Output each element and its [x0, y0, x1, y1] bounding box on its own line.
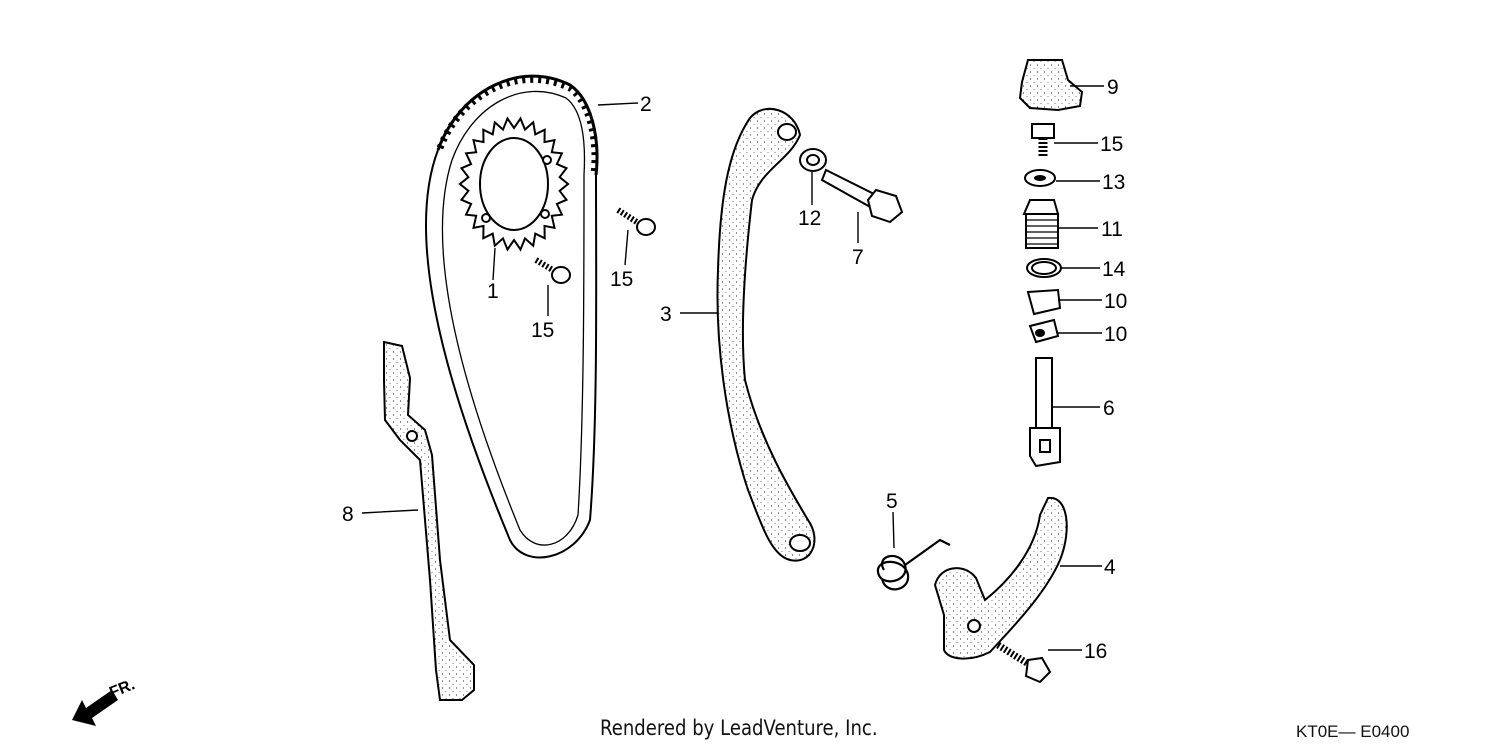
pivot-bolt-7	[820, 168, 904, 224]
callout-4: 4	[1104, 556, 1116, 579]
callout-14: 14	[1102, 258, 1126, 281]
callout-8: 8	[342, 503, 354, 526]
diagram-code: KT0E— E0400	[1296, 722, 1410, 741]
front-marker-label: FR.	[107, 676, 137, 701]
front-direction-arrow: FR.	[72, 676, 137, 726]
callout-6: 6	[1103, 397, 1115, 420]
cam-chain-tensioner-arm	[716, 107, 816, 562]
sealing-bolt-cap-9	[1018, 59, 1084, 112]
callout-9: 9	[1107, 76, 1119, 99]
o-ring-14	[1026, 258, 1062, 278]
callout-7: 7	[852, 246, 864, 269]
callout-15-lifter: 15	[1100, 133, 1123, 156]
callout-3: 3	[660, 303, 672, 326]
callout-10-upper: 10	[1104, 290, 1127, 313]
spacer-10-lower	[1028, 318, 1060, 344]
lifter-body-11	[1022, 199, 1060, 249]
push-rod-6	[1029, 357, 1061, 468]
callout-13: 13	[1102, 171, 1125, 194]
callout-15-sprocket-right: 15	[610, 268, 633, 291]
bolt-16	[996, 642, 1052, 684]
sprocket-bolt-right	[616, 207, 656, 236]
callout-16: 16	[1084, 640, 1107, 663]
callout-11: 11	[1101, 218, 1123, 241]
spacer-10-upper	[1026, 288, 1062, 316]
cam-sprocket	[458, 116, 570, 252]
washer-13	[1024, 169, 1056, 187]
tensioner-lever-4	[933, 496, 1068, 660]
callout-10-lower: 10	[1104, 323, 1127, 346]
callout-5: 5	[886, 490, 898, 513]
callout-15-sprocket-left: 15	[531, 319, 554, 342]
callout-12: 12	[798, 207, 821, 230]
callout-2: 2	[640, 93, 652, 116]
leader-lines	[361, 85, 1104, 651]
callout-1: 1	[487, 280, 499, 303]
cam-chain-guide	[383, 340, 475, 701]
tensioner-spring-5	[876, 538, 951, 591]
washer-12	[799, 148, 827, 172]
sprocket-bolt-left	[534, 257, 571, 284]
render-credit: Rendered by LeadVenture, Inc.	[600, 716, 878, 740]
cam-chain	[425, 74, 599, 559]
bolt-15-top	[1031, 123, 1055, 158]
